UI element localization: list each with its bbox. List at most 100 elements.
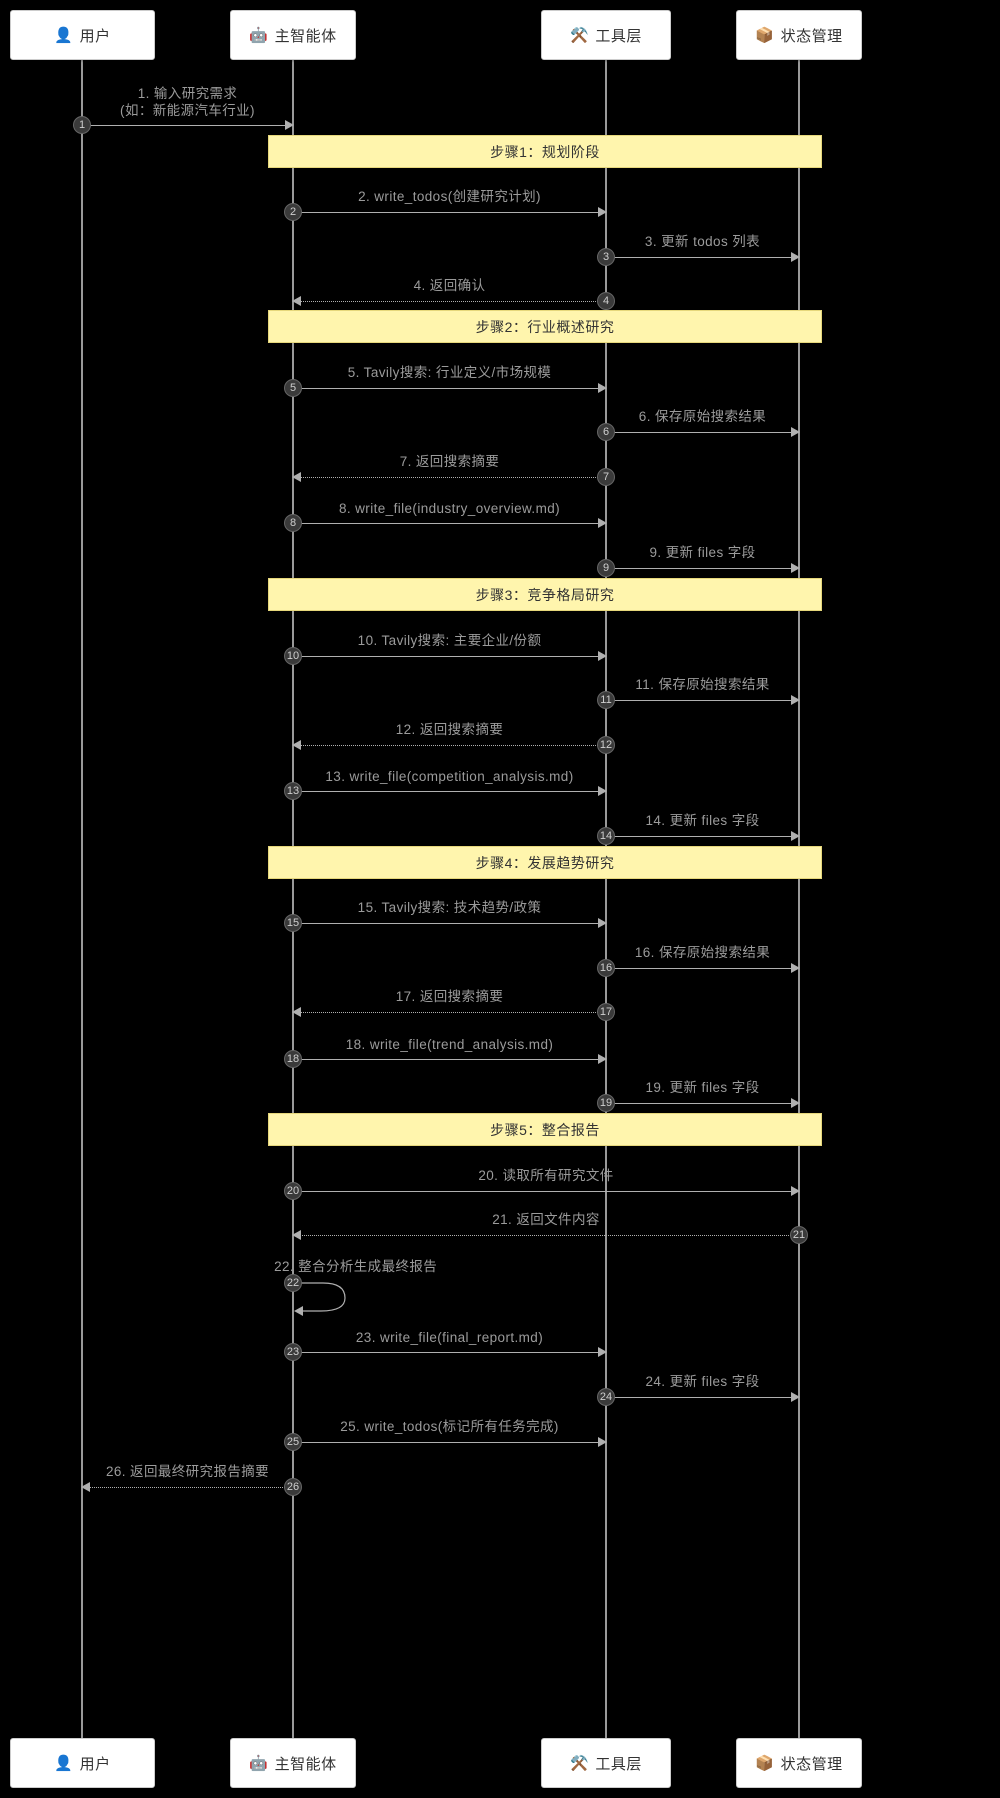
participant-label-agent: 主智能体 [274,1755,337,1773]
participant-box-user-bottom[interactable]: 👤用户 [10,1738,155,1788]
message-line [606,257,799,258]
message-line [293,477,606,478]
section-note-step1: 步骤1：规划阶段 [268,135,822,168]
arrow-head [292,296,301,306]
tools-icon: ⚒️ [570,26,590,44]
message-line [293,523,606,524]
arrow-head [292,1007,301,1017]
message-line [293,791,606,792]
sequence-number-18: 18 [284,1050,302,1068]
participant-box-agent-bottom[interactable]: 🤖主智能体 [230,1738,356,1788]
self-message-22: 22. 整合分析生成最终报告 [274,1259,437,1316]
participant-box-state-top[interactable]: 📦状态管理 [736,10,862,60]
message-label: 3. 更新 todos 列表 [644,234,761,249]
user-icon: 👤 [54,1754,74,1772]
participant-box-state-bottom[interactable]: 📦状态管理 [736,1738,862,1788]
sequence-number-25: 25 [284,1433,302,1451]
arrow-head [791,831,800,841]
message-label: 4. 返回确认 [413,278,486,293]
arrow-head [791,695,800,705]
sequence-number-11: 11 [597,691,615,709]
message-line [606,836,799,837]
message-line [293,1191,799,1192]
arrow-head [791,1186,800,1196]
robot-icon: 🤖 [249,26,269,44]
participant-label-state: 状态管理 [780,1755,843,1773]
arrow-head [292,472,301,482]
self-message-label: 22. 整合分析生成最终报告 [274,1259,438,1274]
section-note-step2: 步骤2：行业概述研究 [268,310,822,343]
message-line [293,1352,606,1353]
participant-box-tools-top[interactable]: ⚒️ 工具层 [541,10,671,60]
arrow-head [292,740,301,750]
arrow-head [598,918,607,928]
message-label: 16. 保存原始搜索结果 [634,945,771,960]
participant-label-tools: 工具层 [595,27,642,45]
sequence-number-2: 2 [284,203,302,221]
message-label: 15. Tavily搜索: 技术趋势/政策 [357,900,542,915]
participant-label-tools: 工具层 [595,1755,642,1773]
message-line [606,432,799,433]
arrow-head [598,383,607,393]
arrow-head [791,252,800,262]
message-label: 9. 更新 files 字段 [649,545,756,560]
sequence-number-22: 22 [284,1274,302,1292]
participant-box-tools-bottom[interactable]: ⚒️ 工具层 [541,1738,671,1788]
message-label: 23. write_file(final_report.md) [355,1330,544,1345]
sequence-number-16: 16 [597,959,615,977]
message-label: 19. 更新 files 字段 [645,1080,760,1095]
message-line [293,388,606,389]
message-line [82,125,293,126]
sequence-number-17: 17 [597,1003,615,1021]
sequence-number-20: 20 [284,1182,302,1200]
tools-icon: ⚒️ [570,1754,590,1772]
user-icon: 👤 [54,26,74,44]
arrow-head [598,786,607,796]
sequence-number-1: 1 [73,116,91,134]
message-label: 14. 更新 files 字段 [645,813,760,828]
message-label: 7. 返回搜索摘要 [399,454,500,469]
message-line [293,212,606,213]
arrow-head [598,518,607,528]
sequence-number-19: 19 [597,1094,615,1112]
participant-box-user-top[interactable]: 👤用户 [10,10,155,60]
sequence-number-9: 9 [597,559,615,577]
sequence-number-13: 13 [284,782,302,800]
section-note-step5: 步骤5：整合报告 [268,1113,822,1146]
arrow-head [81,1482,90,1492]
message-line [293,656,606,657]
sequence-number-24: 24 [597,1388,615,1406]
message-line [293,745,606,746]
sequence-number-21: 21 [790,1226,808,1244]
message-label: 17. 返回搜索摘要 [395,989,504,1004]
message-line [606,568,799,569]
participant-box-agent-top[interactable]: 🤖 主智能体 [230,10,356,60]
package-icon: 📦 [755,26,775,44]
message-label-line2: (如：新能源汽车行业) [120,103,255,118]
message-label-line1: 1. 输入研究需求 [137,86,238,101]
sequence-number-23: 23 [284,1343,302,1361]
sequence-number-10: 10 [284,647,302,665]
arrow-head [285,120,294,130]
message-line [606,700,799,701]
section-note-step3: 步骤3：竞争格局研究 [268,578,822,611]
message-line [606,1397,799,1398]
message-label: 2. write_todos(创建研究计划) [358,189,541,204]
sequence-number-4: 4 [597,292,615,310]
message-line [606,1103,799,1104]
message-label: 21. 返回文件内容 [492,1212,600,1227]
message-label: 11. 保存原始搜索结果 [635,677,770,692]
message-line [293,923,606,924]
message-line [293,1059,606,1060]
arrow-head [791,1392,800,1402]
message-label: 13. write_file(competition_analysis.md) [325,769,574,784]
message-label: 24. 更新 files 字段 [645,1374,760,1389]
participant-label-agent: 主智能体 [274,27,337,45]
arrow-head [292,1230,301,1240]
section-note-step4: 步骤4：发展趋势研究 [268,846,822,879]
sequence-number-3: 3 [597,248,615,266]
message-label: 25. write_todos(标记所有任务完成) [340,1419,559,1434]
lifeline-user [81,60,83,1738]
sequence-number-7: 7 [597,468,615,486]
arrow-head [791,963,800,973]
